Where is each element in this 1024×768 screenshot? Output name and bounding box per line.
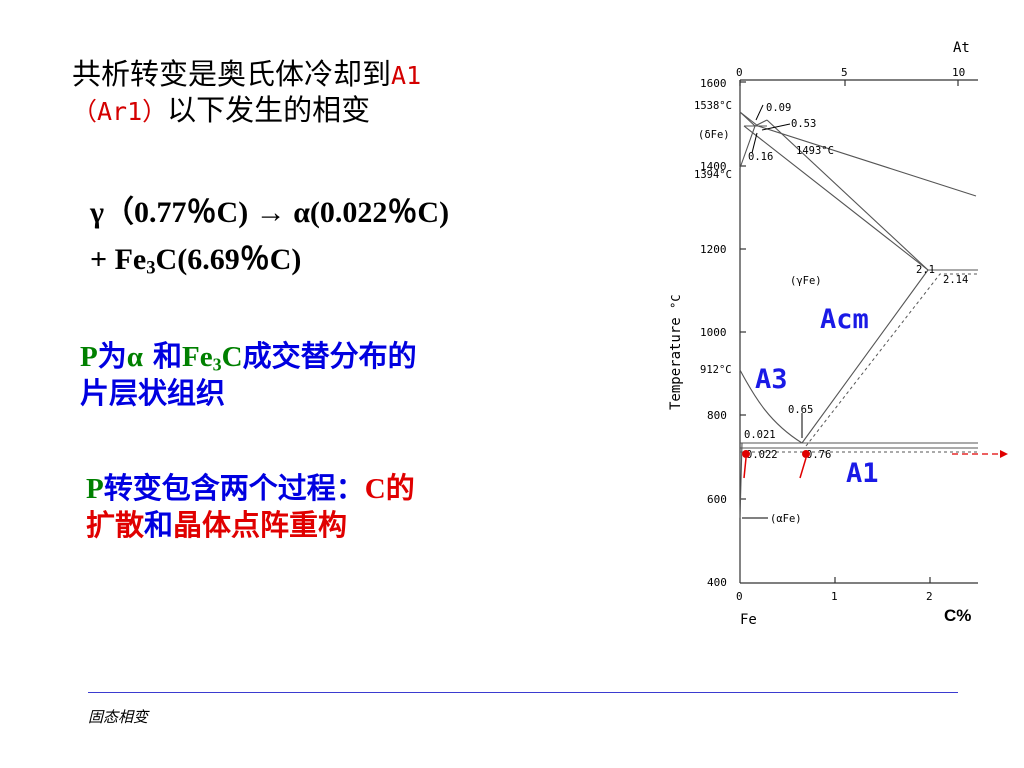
footer-text: 固态相变 (88, 708, 149, 726)
label-dfe: (δFe) (698, 129, 730, 141)
y-tick-1400: 1400 (700, 160, 727, 173)
pearlite-transformation: P转变包含两个过程：C的 扩散和晶体点阵重构 (86, 470, 415, 544)
pdesc-he: 和 (153, 339, 183, 373)
label-afe: (αFe) (770, 513, 802, 525)
pdesc-line2: 片层状组织 (80, 376, 226, 411)
label-1394: 1394°C (694, 169, 732, 181)
label-214: 2.14 (943, 274, 968, 286)
y-tick-1000: 1000 (700, 326, 727, 339)
label-009: 0.09 (766, 102, 791, 114)
eutectoid-reaction: γ（0.77％C) → α(0.022％C) + Fe3C(6.69％C) (90, 190, 449, 283)
pdesc-sub: 3 (212, 354, 222, 375)
label-1538: 1538°C (694, 100, 732, 112)
x-label-c: C% (944, 606, 971, 625)
y-axis-label-text: Temperature (668, 309, 684, 410)
red-markers (742, 450, 1008, 479)
reaction-sub: 3 (146, 257, 156, 279)
fe-c-phase-diagram: At 0 5 10 1600 1400 1200 1000 800 600 40… (668, 40, 1008, 628)
label-a3: A3 (755, 364, 788, 395)
red-arrow-left (743, 457, 747, 479)
label-acm: Acm (820, 304, 869, 335)
pdesc-fe: Fe (182, 341, 213, 373)
svg-text:Temperature °C: Temperature °C (668, 294, 684, 410)
red-arrow-right (799, 457, 807, 479)
pdesc-c: C (221, 341, 243, 373)
label-053: 0.53 (791, 118, 816, 130)
label-gfe: (γFe) (790, 275, 822, 287)
reaction-c: C(6.69％C) (155, 242, 302, 276)
x-tick-1: 1 (831, 590, 838, 603)
slide-title: 共析转变是奥氏体冷却到A1 （Ar1）以下发生的相变 (72, 56, 421, 129)
reaction-line2: + Fe3C(6.69％C) (90, 237, 449, 284)
y-tick-400: 400 (707, 576, 727, 589)
label-016: 0.16 (748, 151, 773, 163)
title-line1: 共析转变是奥氏体冷却到 (72, 57, 392, 91)
ptrans-he: 和 (144, 508, 174, 543)
marker-076 (802, 450, 810, 458)
ptrans-de: 的 (385, 471, 415, 505)
label-0022: 0.022 (746, 449, 778, 461)
reaction-line1: γ（0.77％C) → α(0.022％C) (90, 196, 450, 229)
label-065: 0.65 (788, 404, 813, 416)
title-ar1: （Ar1） (72, 97, 168, 127)
top-tick-0: 0 (736, 66, 743, 79)
dashed-lines (740, 273, 978, 453)
reaction-fe: + Fe (90, 242, 147, 276)
label-0021: 0.021 (744, 429, 776, 441)
marker-0022 (742, 450, 750, 458)
dashed-arrow-head (1000, 450, 1008, 458)
ptrans-kuosan: 扩散 (86, 508, 145, 543)
pdesc-rest1: 成交替分布的 (242, 339, 417, 373)
label-a1: A1 (846, 458, 879, 489)
y-axis-unit: °C (669, 294, 683, 308)
ptrans-c: C (364, 473, 386, 505)
pearlite-description: P为α 和Fe3C成交替分布的 片层状组织 (80, 338, 417, 412)
label-1493: 1493°C (796, 145, 834, 157)
top-tick-10: 10 (952, 66, 965, 79)
y-tick-600: 600 (707, 493, 727, 506)
y-axis-label: Temperature °C (668, 294, 684, 410)
pointer-lines (742, 104, 803, 519)
label-912: 912°C (700, 364, 732, 376)
ptrans-rest: 晶体点阵重构 (173, 508, 348, 543)
y-tick-800: 800 (707, 409, 727, 422)
pdesc-wei: 为 (97, 339, 127, 373)
top-axis-label: At (953, 40, 970, 56)
top-tick-5: 5 (841, 66, 848, 79)
pdesc-alpha: α (126, 341, 143, 373)
ptrans-text1: 转变包含两个过程： (103, 471, 365, 505)
title-line2: 以下发生的相变 (167, 93, 371, 128)
x-tick-0: 0 (736, 590, 743, 603)
x-tick-2: 2 (926, 590, 933, 603)
label-076: 0.76 (806, 449, 831, 461)
phase-lines (739, 111, 978, 519)
y-tick-1200: 1200 (700, 243, 727, 256)
title-a1: A1 (391, 61, 422, 90)
label-21: 2.1 (916, 264, 935, 276)
pdesc-p: P (80, 341, 98, 373)
ptrans-p: P (86, 473, 104, 505)
x-label-fe: Fe (740, 612, 757, 628)
footer-divider (88, 692, 958, 693)
y-tick-1600: 1600 (700, 77, 727, 90)
